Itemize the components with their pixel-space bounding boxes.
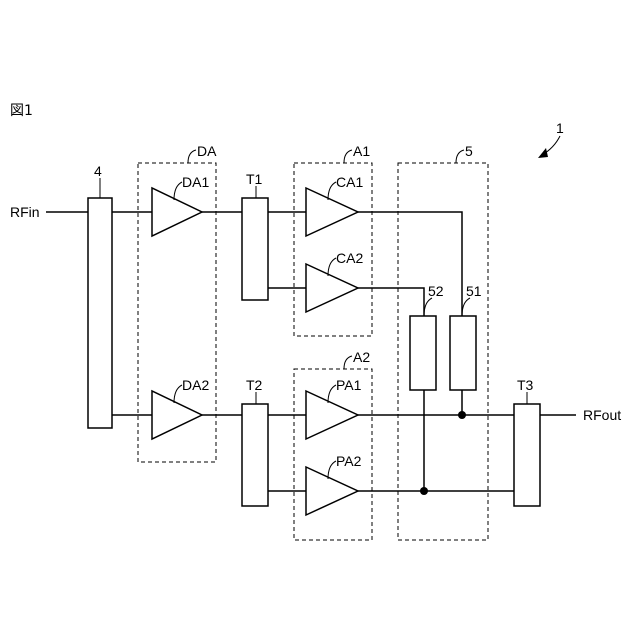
label-t2: T2: [246, 377, 263, 393]
label-pa2: PA2: [336, 453, 362, 469]
leader-line-da1: [174, 182, 182, 200]
label-ca2: CA2: [336, 250, 363, 266]
splitter-block-4: [88, 198, 112, 428]
amplifier-pa2: [306, 467, 358, 515]
block-t3: [514, 404, 540, 506]
wires: [46, 212, 576, 491]
label-group-5: 5: [465, 143, 473, 159]
label-pa1: PA1: [336, 377, 362, 393]
label-ca1: CA1: [336, 174, 363, 190]
label-51: 51: [466, 283, 482, 299]
leader-line-pa2: [328, 461, 336, 479]
leader-line-ca1: [328, 182, 336, 200]
wire-ca2-52: [358, 288, 424, 316]
label-figure-ref: 1: [556, 120, 564, 136]
amplifier-pa1: [306, 391, 358, 439]
junction-dot: [420, 487, 428, 495]
label-rfin: RFin: [10, 204, 40, 220]
amplifier-da2: [152, 391, 202, 439]
leader-line-ca2: [328, 258, 336, 276]
junction-dot: [458, 411, 466, 419]
label-rfout: RFout: [583, 407, 621, 423]
leader-line-52: [424, 298, 432, 316]
label-t3: T3: [517, 377, 534, 393]
leader-line-da2: [174, 385, 182, 403]
label-52: 52: [428, 283, 444, 299]
leader-line-51: [462, 298, 470, 316]
block-51: [450, 316, 476, 390]
wire-ca1-51: [358, 212, 462, 316]
leader-line-pa1: [328, 385, 336, 403]
leader-line-a2: [344, 356, 352, 369]
label-splitter-4: 4: [94, 163, 102, 179]
block-t2: [242, 404, 268, 506]
leader-line-da: [188, 150, 196, 163]
label-group-da: DA: [197, 143, 217, 159]
leader-line-5: [456, 150, 464, 163]
block-52: [410, 316, 436, 390]
amplifier-ca2: [306, 264, 358, 312]
label-da1: DA1: [182, 174, 209, 190]
block-t1: [242, 198, 268, 300]
label-group-a2: A2: [353, 349, 370, 365]
label-group-a1: A1: [353, 143, 370, 159]
label-t1: T1: [246, 171, 263, 187]
reference-arrow-head: [538, 148, 548, 158]
amplifier-da1: [152, 188, 202, 236]
leader-line-a1: [344, 150, 352, 163]
label-da2: DA2: [182, 377, 209, 393]
amplifier-ca1: [306, 188, 358, 236]
